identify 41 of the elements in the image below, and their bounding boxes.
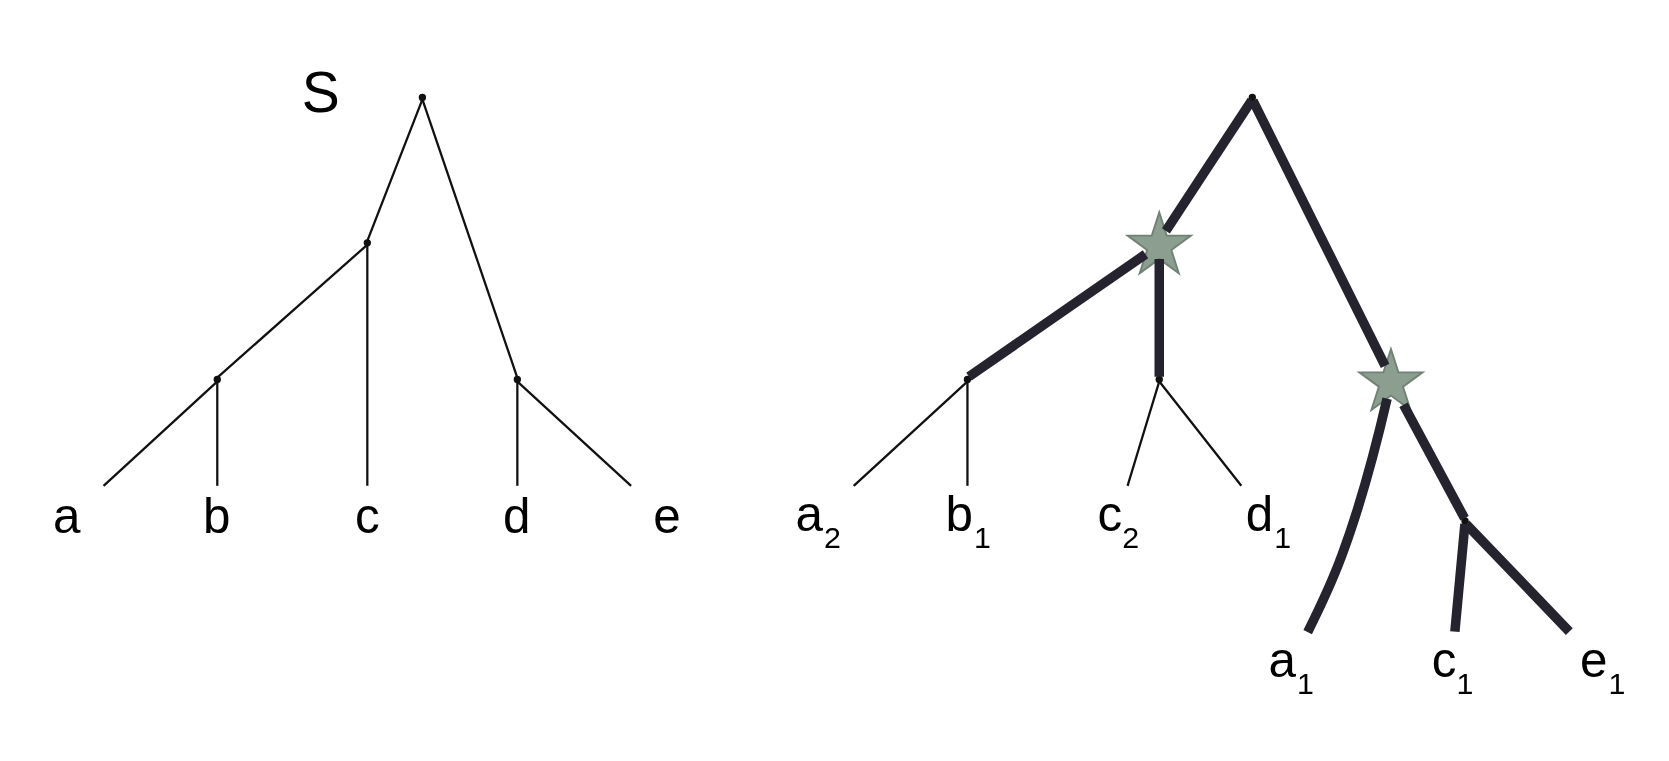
node-point [213,375,221,384]
connector [1159,381,1243,487]
connector [1399,402,1469,521]
node-star [1124,209,1194,276]
connector [966,250,1149,381]
node-point [363,239,371,247]
node-point [963,375,972,384]
connector [102,381,218,487]
node-text: a$_{2}$ [795,486,841,555]
node-text: d$_{1}$ [1245,486,1292,555]
connector [516,382,519,486]
connector [1303,397,1392,635]
node-text: c [354,488,380,543]
node-text: a$_{1}$ [1268,632,1314,701]
label: S [301,59,340,124]
node-text: a [53,488,81,543]
node-point [418,93,427,102]
connector [216,382,219,486]
node-text: b$_{1}$ [945,486,991,555]
node-text: d [503,488,531,543]
connector [421,100,518,377]
connector [366,99,424,241]
node-point [1461,517,1469,525]
node-text: c$_{1}$ [1431,632,1474,701]
node-text: b [203,488,231,543]
connector [966,382,969,486]
node-star [1356,346,1426,413]
connector [1248,98,1390,368]
connector [1450,523,1470,633]
node-text: e [653,488,681,543]
connector [217,244,368,378]
node-text: e$_{1}$ [1579,632,1626,701]
connector [1126,382,1161,487]
connector [366,245,369,486]
node-text: c$_{2}$ [1097,486,1140,555]
node-point [1248,93,1256,102]
node-point [513,375,522,384]
connector [852,381,968,487]
node-point [1155,375,1163,384]
connector [1154,258,1164,377]
connector [517,381,632,487]
